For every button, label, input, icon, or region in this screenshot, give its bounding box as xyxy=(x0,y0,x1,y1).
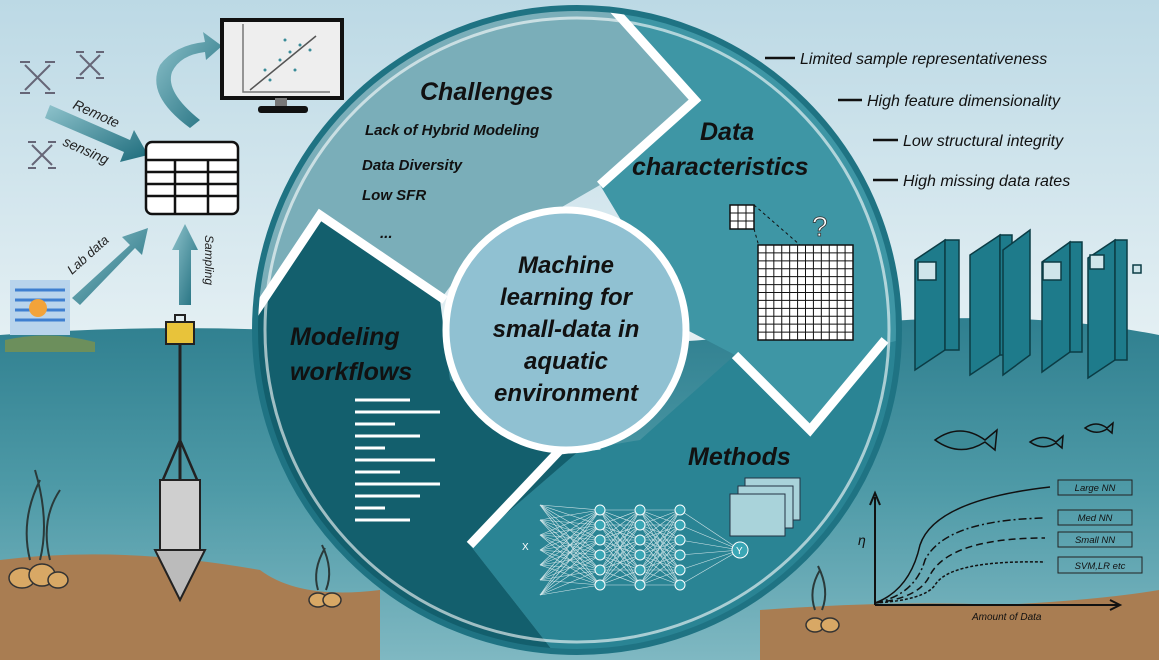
center-circle xyxy=(442,206,690,454)
question-mark: ? xyxy=(812,211,828,242)
nn-node xyxy=(634,519,646,531)
seaweed-icon xyxy=(25,469,827,611)
challenge-item: Low SFR xyxy=(362,187,426,204)
lab-building-icon xyxy=(5,280,95,352)
y-axis-label: η xyxy=(858,532,866,548)
data-issue-item: Low structural integrity xyxy=(903,133,1064,150)
legend-large-nn: Large NN xyxy=(1075,483,1116,494)
center-line: Machine xyxy=(518,252,614,279)
nn-node xyxy=(594,519,606,531)
center-line: aquatic xyxy=(524,348,608,375)
center-line: small-data in xyxy=(493,316,640,343)
curve-large-nn xyxy=(874,486,1051,604)
sand-right xyxy=(760,590,1159,660)
nn-node xyxy=(594,549,606,561)
data-issue-item: Limited sample representativeness xyxy=(800,51,1047,68)
nn-node xyxy=(674,549,686,561)
challenge-item: Data Diversity xyxy=(362,157,463,174)
cnn-blocks-icon xyxy=(914,228,1142,380)
drone-icon xyxy=(20,51,104,169)
sand-left xyxy=(0,554,380,660)
modeling-title-2: workflows xyxy=(290,358,412,386)
x-axis xyxy=(875,599,1123,611)
challenge-item: Lack of Hybrid Modeling xyxy=(365,122,539,139)
sampling-label: Sampling xyxy=(202,235,216,285)
challenges-title: Challenges xyxy=(420,78,553,106)
methods-title: Methods xyxy=(688,443,791,471)
ring-inner-line xyxy=(263,16,891,644)
nn-node xyxy=(674,519,686,531)
sampling-buoy-icon xyxy=(153,314,207,603)
performance-chart: η Amount of Data Large NN Med NN Small N… xyxy=(858,479,1143,623)
nn-node xyxy=(674,534,686,546)
center-title: Machine learning for small-data in aquat… xyxy=(493,252,640,407)
nn-node xyxy=(594,579,606,591)
nn-node xyxy=(634,549,646,561)
nn-node xyxy=(594,564,606,576)
nn-output-label: Y xyxy=(736,546,743,557)
nn-node xyxy=(674,504,686,516)
center-line: learning for xyxy=(500,284,634,311)
data-issue-item: High missing data rates xyxy=(903,173,1070,190)
data-char-title-2: characteristics xyxy=(632,153,809,181)
challenges-list: Lack of Hybrid Modeling Data Diversity L… xyxy=(362,122,539,242)
data-char-title-1: Data xyxy=(700,118,754,146)
center-line: environment xyxy=(494,380,639,407)
legend-med-nn: Med NN xyxy=(1078,513,1113,524)
monitor-scatter-icon xyxy=(220,18,344,113)
x-axis-label: Amount of Data xyxy=(971,612,1042,623)
data-table-icon xyxy=(144,140,240,216)
data-issue-item: High feature dimensionality xyxy=(867,93,1061,110)
nn-node xyxy=(634,534,646,546)
sparse-grid-icon xyxy=(729,204,854,341)
nn-node xyxy=(674,579,686,591)
feature-maps-icon xyxy=(729,477,801,537)
remote-sensing-arrow xyxy=(45,105,148,162)
workflow-lines-icon xyxy=(355,398,440,522)
nn-node xyxy=(594,504,606,516)
y-axis xyxy=(869,490,881,605)
nn-node xyxy=(634,579,646,591)
challenge-item: ... xyxy=(380,225,393,242)
curve-med-nn xyxy=(874,517,1046,604)
modeling-title-1: Modeling xyxy=(290,323,400,351)
lab-data-arrow xyxy=(72,228,148,305)
rocks-icon xyxy=(8,563,840,633)
neural-network-icon: X Y xyxy=(522,504,749,596)
data-issues-list: Limited sample representativeness High f… xyxy=(765,51,1070,190)
nn-node xyxy=(594,534,606,546)
legend-svm-lr: SVM,LR etc xyxy=(1075,561,1126,572)
legend-small-nn: Small NN xyxy=(1075,535,1115,546)
curve-small-nn xyxy=(874,537,1046,604)
nn-node xyxy=(674,564,686,576)
sampling-arrow xyxy=(172,224,198,305)
curved-arrow xyxy=(156,32,222,128)
ring-outline xyxy=(252,5,902,655)
nn-node xyxy=(634,564,646,576)
nn-node xyxy=(634,504,646,516)
nn-input-label: X xyxy=(522,542,529,553)
fish-icon xyxy=(933,421,1114,452)
